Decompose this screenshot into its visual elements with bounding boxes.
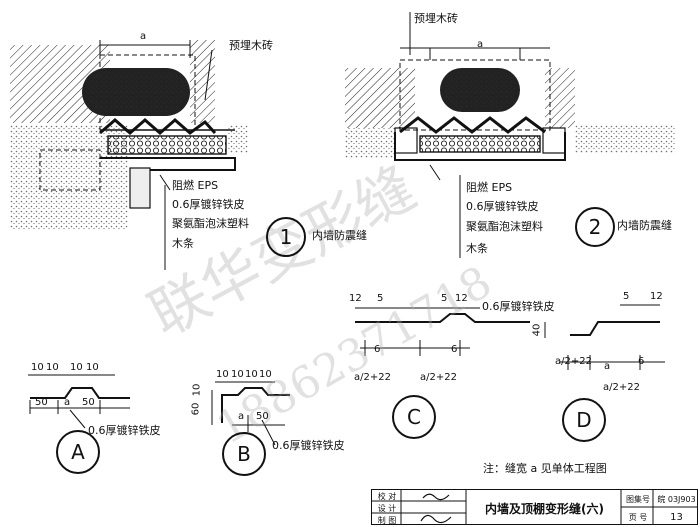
label-embedded-brick-2: 预埋木砖 (414, 12, 458, 25)
dim-a-a: a (64, 397, 71, 408)
tb-draw-label: 制 图 (377, 515, 397, 525)
dim-c-6a: 6 (374, 344, 381, 355)
dim-c-5b: 5 (441, 293, 448, 304)
dim-b-10e: 10 (191, 383, 203, 397)
label-eps-2: 阻燃 EPS (466, 181, 513, 194)
dim-c-5a: 5 (377, 293, 384, 304)
label-batten-1: 木条 (172, 237, 194, 250)
dim-b-50: 50 (256, 411, 269, 422)
tb-page-no: 13 (670, 511, 683, 523)
detail-a-drawing (28, 374, 130, 429)
label-galv-1: 0.6厚镀锌铁皮 (172, 198, 245, 211)
tb-page-label: 页 号 (628, 512, 648, 522)
dim-a-2: a (477, 39, 484, 50)
dim-a-10b: 10 (46, 362, 59, 373)
dim-a-50a: 50 (35, 397, 48, 408)
label-b-sheet: 0.6厚镀锌铁皮 (272, 439, 345, 452)
callout-circle-b: B (222, 432, 266, 476)
dim-c-half-a: a/2+22 (354, 372, 391, 383)
tb-design-label: 设 计 (377, 503, 397, 513)
callout-circle-2: 2 (575, 207, 615, 247)
tb-atlas-no: 皖 03J903 (657, 494, 696, 504)
detail-b-drawing (211, 381, 290, 446)
dim-a-10c: 10 (70, 362, 83, 373)
callout-circle-1: 1 (266, 217, 306, 257)
dim-b-10a: 10 (216, 369, 229, 380)
dim-c-12a: 12 (349, 293, 362, 304)
label-eps-1: 阻燃 EPS (172, 179, 219, 192)
dim-c-6b: 6 (451, 344, 458, 355)
label-galv-2: 0.6厚镀锌铁皮 (466, 200, 539, 213)
detail-d-drawing (544, 304, 665, 370)
dim-c-half-b: a/2+22 (420, 372, 457, 383)
dim-d-half-a: a/2+22 (555, 356, 592, 367)
dim-a-10a: 10 (31, 362, 44, 373)
dim-b-60: 60 (190, 402, 202, 416)
dim-b-10d: 10 (259, 369, 272, 380)
label-c-sheet: 0.6厚镀锌铁皮 (482, 300, 555, 313)
label-embedded-brick-1: 预埋木砖 (229, 39, 273, 52)
dim-c-12b: 12 (455, 293, 468, 304)
callout-circle-d: D (562, 398, 606, 442)
label-foam-2: 聚氨酯泡沫塑料 (466, 220, 543, 233)
dim-a-1: a (140, 31, 147, 42)
dim-d-5: 5 (623, 291, 630, 302)
dim-d-a: a (604, 361, 611, 372)
tb-atlas-label: 图集号 (626, 494, 650, 504)
label-joint-1: 内墙防震缝 (312, 229, 367, 242)
dim-d-12: 12 (650, 291, 663, 302)
callout-circle-a: A (56, 430, 100, 474)
dim-b-a: a (238, 411, 245, 422)
title-block: 校 对 设 计 制 图 内墙及顶棚变形缝(六) 图集号 皖 03J903 页 号… (371, 489, 698, 525)
dim-d-6: 6 (638, 356, 645, 367)
detail-2-drawing (345, 12, 675, 258)
tb-title: 内墙及顶棚变形缝(六) (485, 501, 604, 516)
detail-1-drawing (10, 40, 248, 270)
dim-b-10b: 10 (231, 369, 244, 380)
label-batten-2: 木条 (466, 242, 488, 255)
dim-b-10c: 10 (245, 369, 258, 380)
callout-circle-c: C (392, 395, 436, 439)
tb-check-label: 校 对 (377, 491, 397, 501)
dim-d-40: 40 (531, 323, 543, 337)
dim-a-50b: 50 (82, 397, 95, 408)
dim-a-10d: 10 (86, 362, 99, 373)
label-foam-1: 聚氨酯泡沫塑料 (172, 217, 249, 230)
dim-d-half-b: a/2+22 (603, 382, 640, 393)
label-a-sheet: 0.6厚镀锌铁皮 (88, 424, 161, 437)
label-joint-2: 内墙防震缝 (617, 219, 672, 232)
detail-c-drawing (355, 307, 530, 356)
drawing-note: 注：缝宽 a 见单体工程图 (483, 462, 607, 475)
